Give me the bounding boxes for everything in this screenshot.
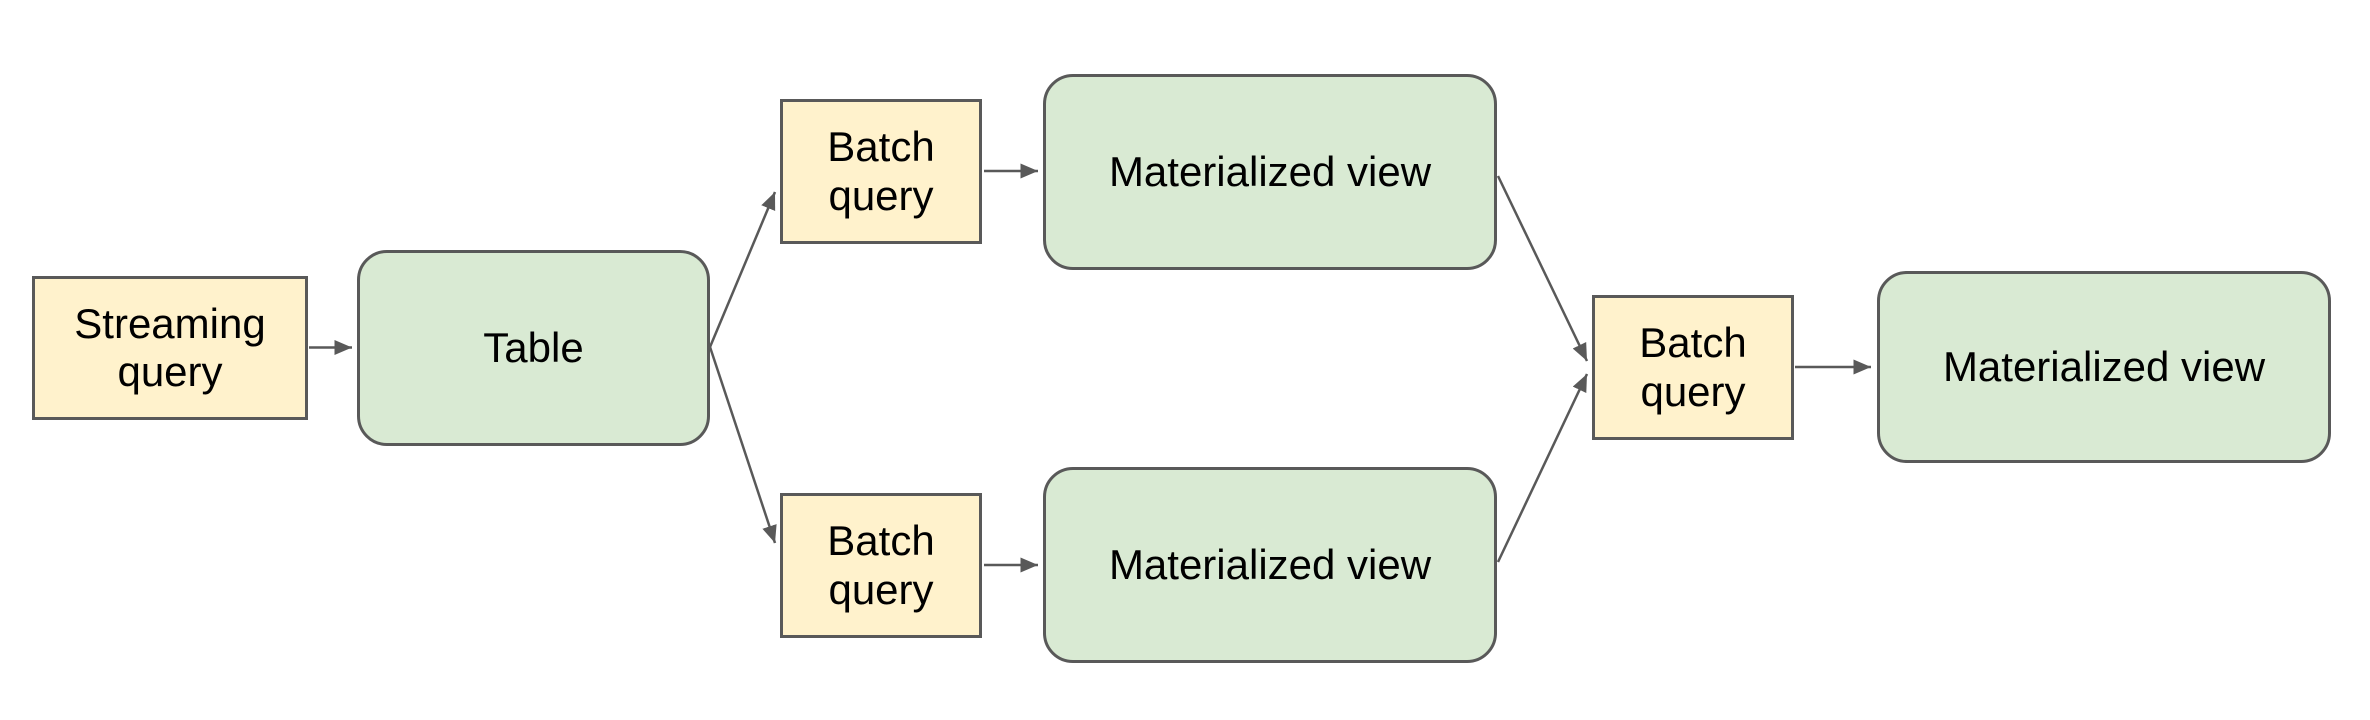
node-streaming-query: Streaming query xyxy=(32,276,308,420)
edge-materialized-view-top-to-batch-query-right xyxy=(1496,175,1589,362)
node-batch-query-right-label: Batch query xyxy=(1639,319,1747,415)
node-batch-query-bottom: Batch query xyxy=(780,493,982,638)
node-materialized-view-bottom-label: Materialized view xyxy=(1108,540,1432,588)
node-materialized-view-right-label: Materialized view xyxy=(1942,342,2266,390)
node-batch-query-top: Batch query xyxy=(780,99,982,244)
node-materialized-view-top: Materialized view xyxy=(1043,74,1497,270)
node-batch-query-right: Batch query xyxy=(1592,295,1794,440)
node-batch-query-top-label: Batch query xyxy=(827,123,935,219)
edge-materialized-view-bottom-to-batch-query-right xyxy=(1496,373,1589,563)
node-batch-query-bottom-label: Batch query xyxy=(827,517,935,613)
edge-table-to-batch-query-top xyxy=(708,191,777,348)
edge-table-to-batch-query-bottom xyxy=(708,346,777,544)
node-table: Table xyxy=(357,250,710,446)
node-materialized-view-bottom: Materialized view xyxy=(1043,467,1497,663)
node-table-label: Table xyxy=(483,323,584,371)
node-streaming-query-label: Streaming query xyxy=(74,299,266,395)
node-materialized-view-top-label: Materialized view xyxy=(1108,147,1432,195)
node-materialized-view-right: Materialized view xyxy=(1877,271,2331,463)
